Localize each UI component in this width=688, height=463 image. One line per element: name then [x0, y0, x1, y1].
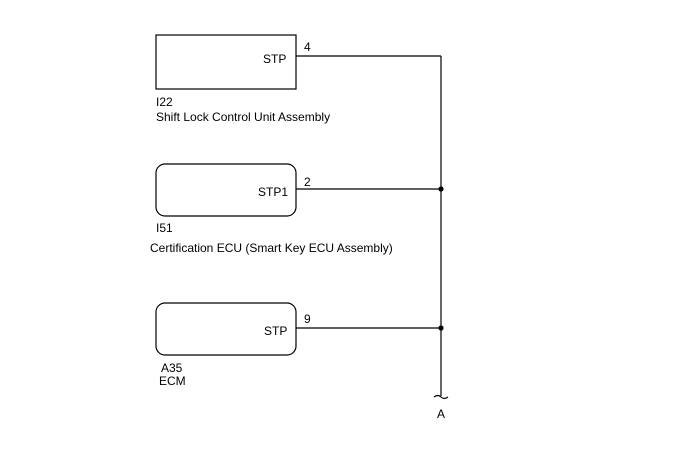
- connector-code-i51: I51: [156, 221, 173, 235]
- component-box-i51: [155, 163, 297, 217]
- splice-point-i51: [438, 186, 444, 192]
- continuation-label: A: [437, 407, 446, 421]
- pin-number-i22: 4: [304, 40, 311, 54]
- pin-number-a35: 9: [304, 312, 311, 326]
- pin-number-i51: 2: [304, 175, 311, 189]
- splice-point-a35: [438, 325, 444, 331]
- component-name-i51: Certification ECU (Smart Key ECU Assembl…: [150, 241, 393, 255]
- component-name-i22: Shift Lock Control Unit Assembly: [156, 110, 331, 124]
- terminal-label-a35: STP: [264, 324, 288, 338]
- connector-code-i22: I22: [156, 95, 173, 109]
- terminal-label-i51: STP1: [258, 185, 289, 199]
- wire-break-symbol: [433, 394, 449, 400]
- component-box-a35: [155, 302, 297, 356]
- component-name-a35: ECM: [159, 374, 186, 388]
- terminal-label-i22: STP: [263, 52, 287, 66]
- component-box-i22: [155, 34, 297, 90]
- connector-code-a35: A35: [161, 361, 183, 375]
